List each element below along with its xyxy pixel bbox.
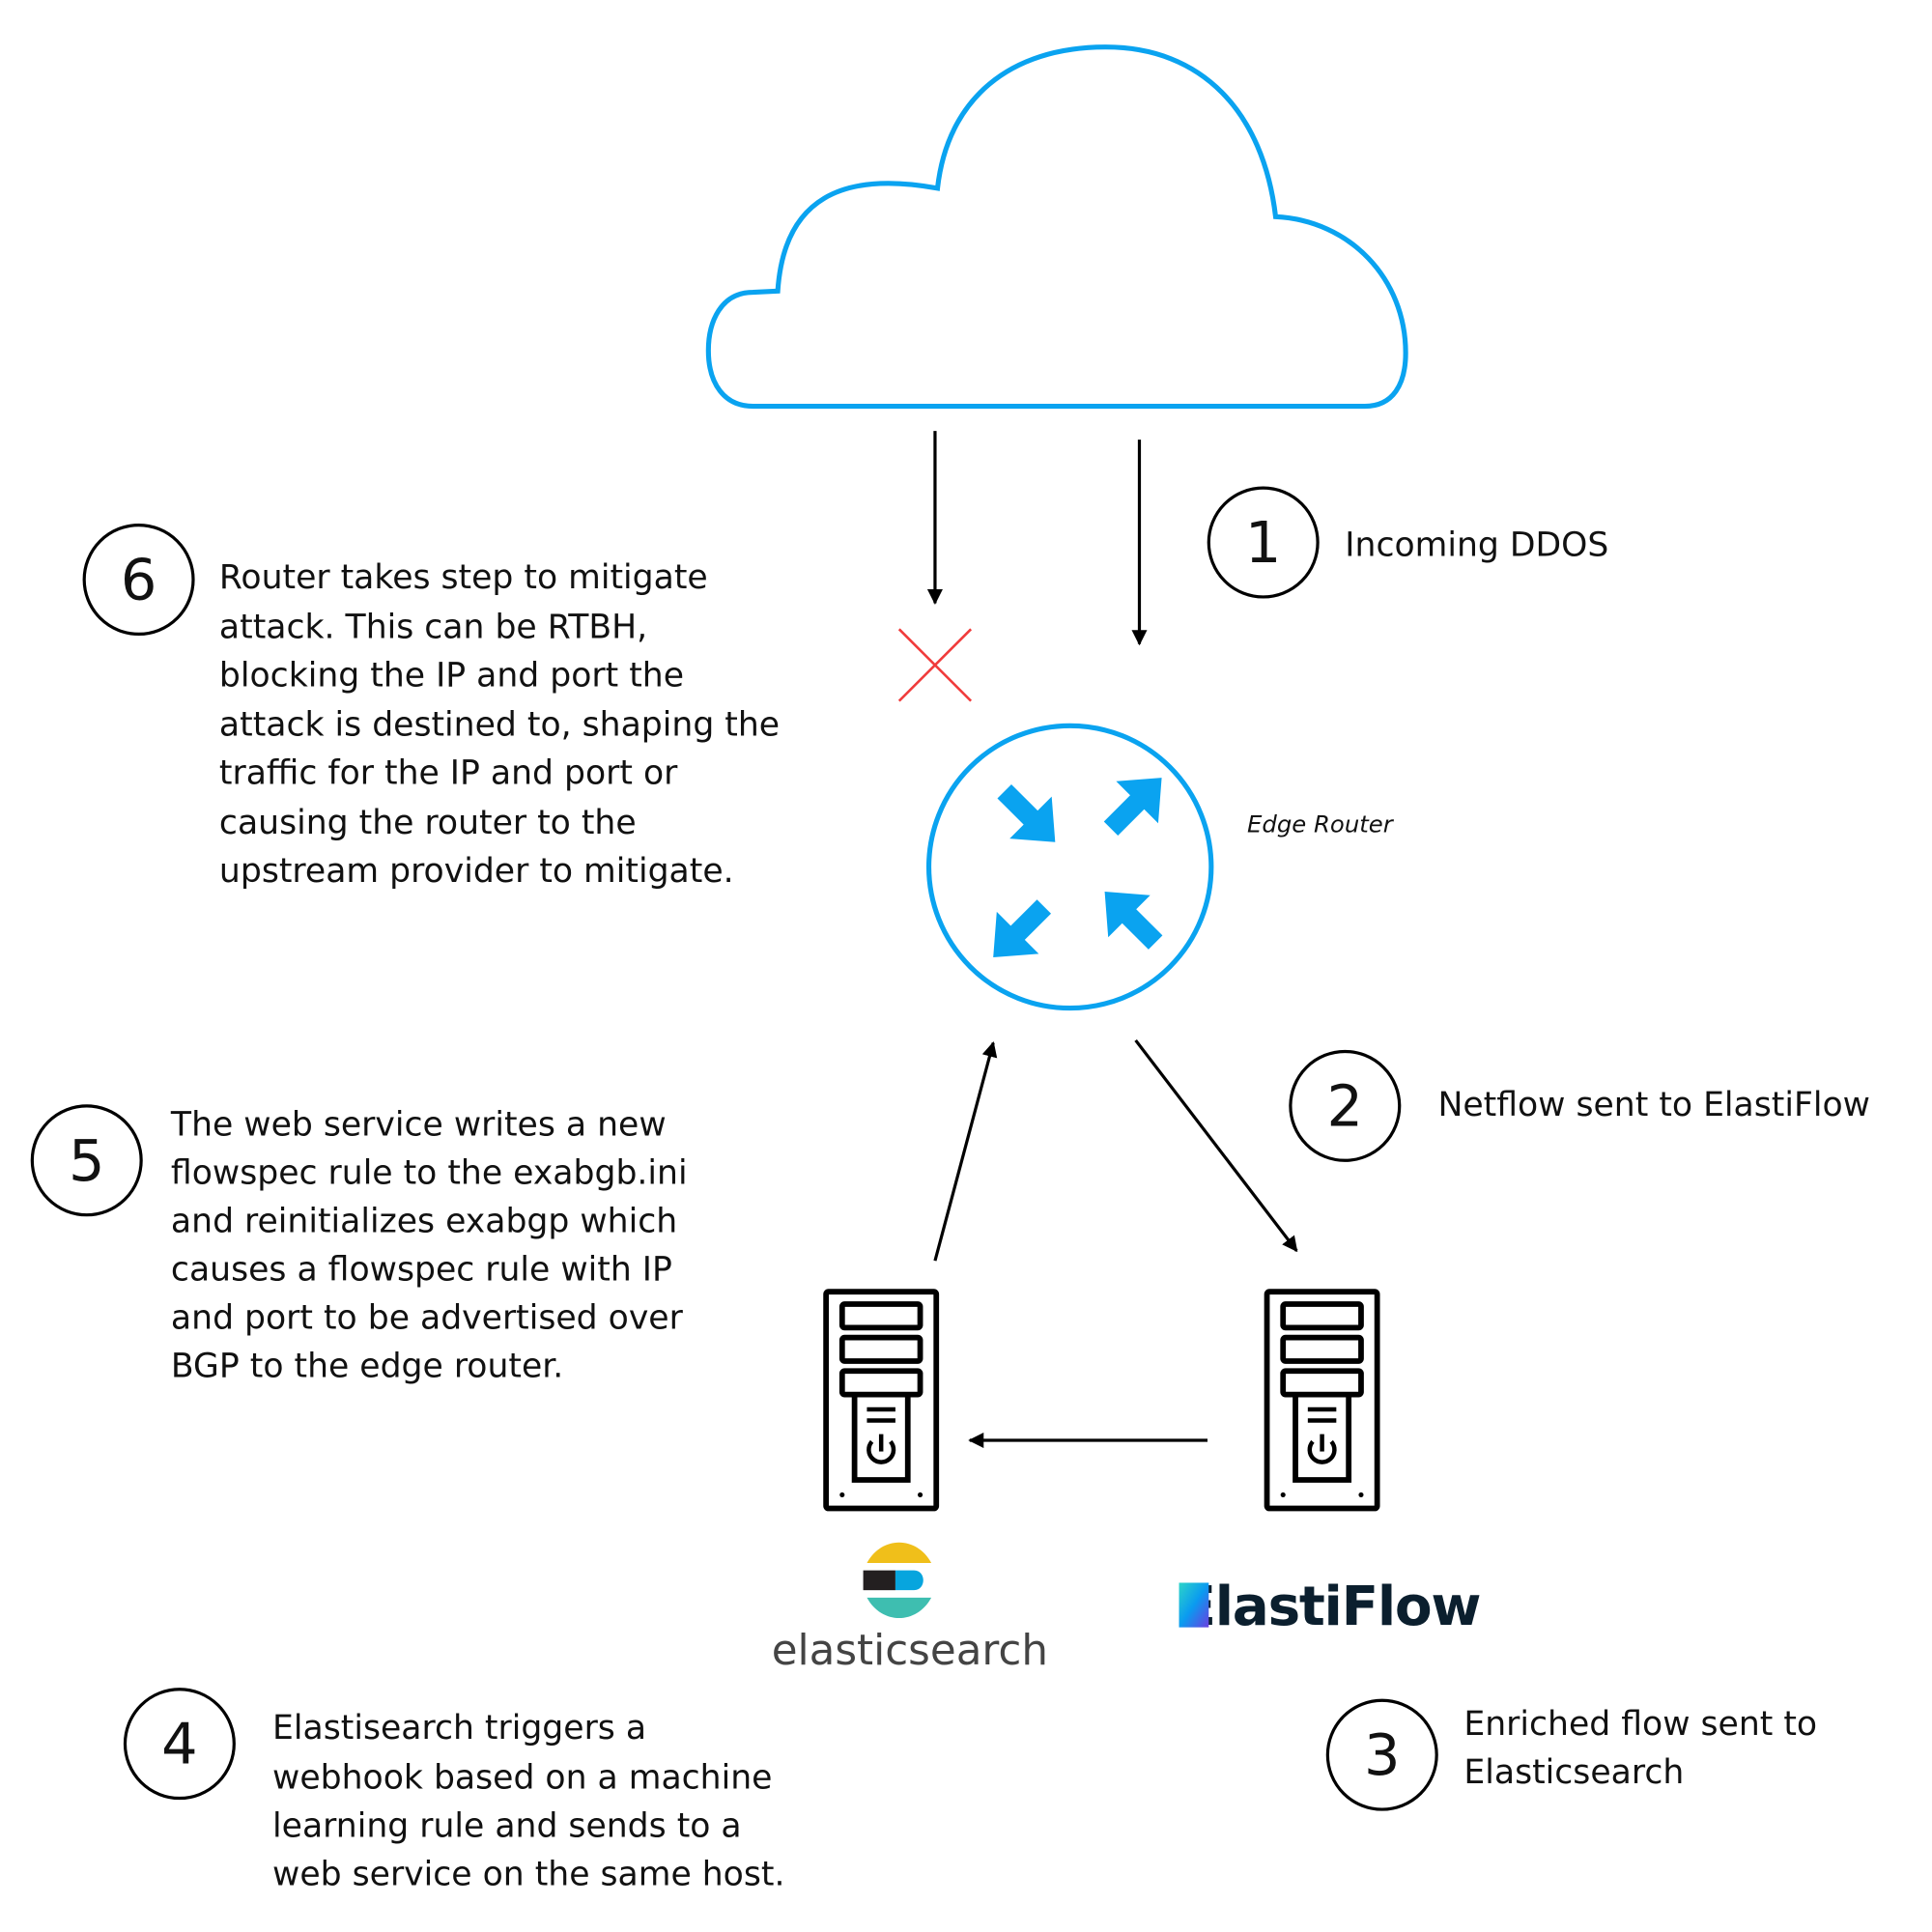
svg-text:blocking the IP and port the: blocking the IP and port the xyxy=(219,656,684,695)
svg-text:causing the router to the: causing the router to the xyxy=(219,804,637,842)
svg-text:Incoming DDOS: Incoming DDOS xyxy=(1345,526,1608,565)
svg-text:webhook based on a machine: webhook based on a machine xyxy=(272,1758,772,1797)
step-3: 3 Enriched flow sent to Elasticsearch xyxy=(1325,1698,1817,1811)
svg-text:attack. This can be RTBH,: attack. This can be RTBH, xyxy=(219,608,647,646)
svg-text:Elastisearch triggers a: Elastisearch triggers a xyxy=(272,1709,646,1747)
blocked-x-icon xyxy=(897,628,973,702)
svg-text:5: 5 xyxy=(69,1127,105,1194)
router-label: Edge Router xyxy=(1247,810,1395,838)
step-6: 6 Router takes step to mitigate attack. … xyxy=(82,523,780,891)
svg-text:web service on the same host.: web service on the same host. xyxy=(272,1855,784,1893)
svg-text:6: 6 xyxy=(121,547,157,613)
elastiflow-logo: ElastiFlow xyxy=(1179,1576,1482,1638)
svg-text:upstream provider to mitigate.: upstream provider to mitigate. xyxy=(219,852,734,891)
elasticsearch-server-icon xyxy=(823,1289,940,1512)
svg-text:Router takes step to mitigate: Router takes step to mitigate xyxy=(219,558,708,597)
svg-text:The web service writes a new: The web service writes a new xyxy=(170,1106,667,1145)
step-1: 1 Incoming DDOS xyxy=(1207,486,1608,599)
svg-text:learning rule and sends to a: learning rule and sends to a xyxy=(272,1806,742,1845)
svg-text:Enriched flow sent to: Enriched flow sent to xyxy=(1463,1705,1817,1744)
svg-text:and port to be advertised over: and port to be advertised over xyxy=(171,1299,684,1338)
internet-cloud-icon xyxy=(705,44,1408,410)
elasticsearch-logo: elasticsearch xyxy=(772,1542,1048,1675)
svg-text:elasticsearch: elasticsearch xyxy=(772,1627,1048,1675)
svg-text:1: 1 xyxy=(1245,509,1282,576)
svg-text:ElastiFlow: ElastiFlow xyxy=(1179,1576,1481,1638)
svg-text:4: 4 xyxy=(161,1711,198,1777)
svg-text:BGP to the edge router.: BGP to the edge router. xyxy=(171,1348,563,1386)
svg-text:traffic for the IP and port or: traffic for the IP and port or xyxy=(219,754,678,793)
edge-router-icon xyxy=(925,723,1214,1011)
step-4: 4 Elastisearch triggers a webhook based … xyxy=(123,1688,784,1893)
svg-text:flowspec rule to the exabgb.in: flowspec rule to the exabgb.ini xyxy=(171,1154,688,1193)
svg-text:2: 2 xyxy=(1327,1072,1364,1139)
netflow-arrow xyxy=(1134,1038,1298,1253)
step-5: 5 The web service writes a new flowspec … xyxy=(30,1104,688,1386)
svg-text:attack is destined to, shaping: attack is destined to, shaping the xyxy=(219,706,780,745)
svg-text:Netflow sent to ElastiFlow: Netflow sent to ElastiFlow xyxy=(1437,1086,1870,1124)
svg-text:3: 3 xyxy=(1364,1721,1401,1788)
svg-text:Elasticsearch: Elasticsearch xyxy=(1463,1753,1684,1792)
bgp-flowspec-arrow xyxy=(933,1040,998,1262)
svg-text:and reinitializes exabgp which: and reinitializes exabgp which xyxy=(171,1203,677,1241)
step-2: 2 Netflow sent to ElastiFlow xyxy=(1289,1049,1870,1162)
elastiflow-server-icon xyxy=(1267,1292,1378,1508)
svg-text:causes a flowspec rule with IP: causes a flowspec rule with IP xyxy=(171,1251,672,1290)
